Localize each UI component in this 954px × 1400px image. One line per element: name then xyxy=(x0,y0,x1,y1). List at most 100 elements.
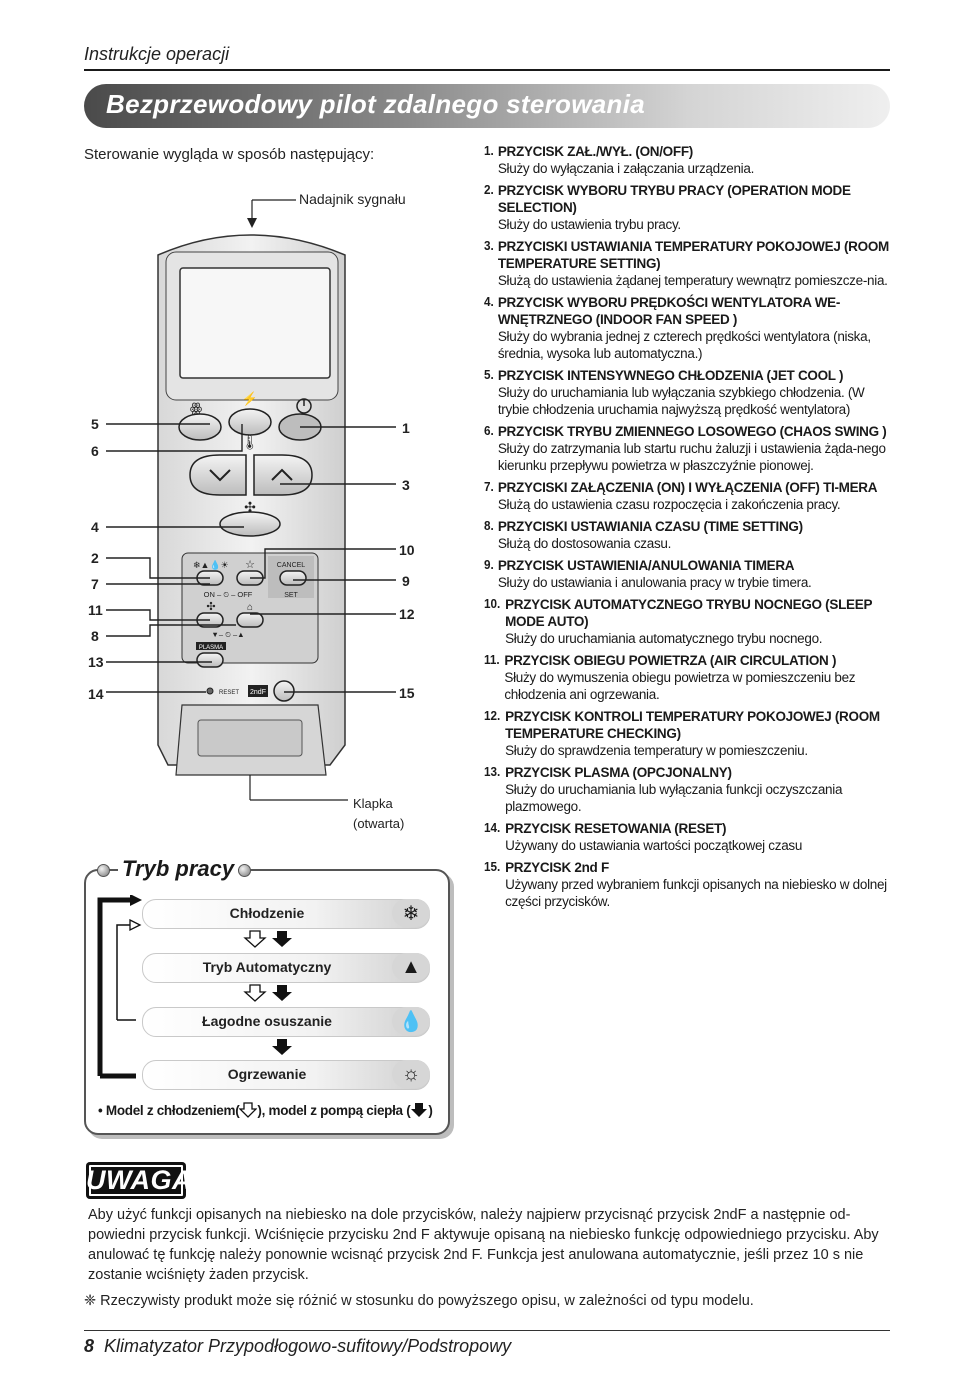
item-heading: PRZYCISK AUTOMATYCZNEGO TRYBU NOCNEGO (S… xyxy=(505,597,872,629)
bullet-dot-icon xyxy=(97,864,110,877)
outline-arrow-icon xyxy=(243,930,267,948)
footer-rule xyxy=(84,1330,890,1331)
item-heading: PRZYCISK KONTROLI TEMPERATURY POKOJOWEJ … xyxy=(505,709,880,741)
item-text: Używany przed wybraniem funkcji opisanyc… xyxy=(505,877,887,909)
list-item: 10.PRZYCISK AUTOMATYCZNEGO TRYBU NOCNEGO… xyxy=(484,596,890,647)
cancel-text: CANCEL xyxy=(277,562,306,569)
model-note: ❈ Rzeczywisty produkt może się różnić w … xyxy=(84,1293,754,1309)
mode-cooling xyxy=(142,899,430,929)
remote-control-diagram: ꙮ ⚡ 🌡 ✣ ❄▲💧☀ ☆ CANCEL ON – ⏲ – OFF SET ✣… xyxy=(106,199,396,801)
auto-icon: ▲ xyxy=(392,953,430,981)
mode-legend: • Model z chłodzeniem(), model z pompą c… xyxy=(98,1102,433,1118)
footer-title: Klimatyzator Przypodłogowo-sufitowy/Pods… xyxy=(104,1336,512,1356)
warning-badge: UWAGA xyxy=(86,1162,192,1199)
sun-icon: ☼ xyxy=(392,1060,430,1088)
timer-set-cancel-button xyxy=(279,570,307,586)
transmitter-pointer xyxy=(247,199,296,228)
chaos-swing-button xyxy=(228,408,272,436)
room-temp-icon: ⌂ xyxy=(247,602,253,613)
reset-text: RESET xyxy=(219,690,239,696)
second-f-button xyxy=(273,680,295,702)
item-heading: PRZYCISK TRYBU ZMIENNEGO LOSOWEGO (CHAOS… xyxy=(497,424,887,439)
left-callout-lines xyxy=(106,423,244,693)
operation-mode-title: Tryb pracy xyxy=(118,856,239,882)
callout-15: 15 xyxy=(399,685,415,701)
item-text: Służy do zatrzymania lub startu ruchu ża… xyxy=(497,441,886,473)
item-heading: PRZYCISK USTAWIENIA/ANULOWANIA TIMERA xyxy=(497,558,795,573)
list-item: 1.PRZYCISK ZAŁ./WYŁ. (ON/OFF) Służy do wy… xyxy=(484,143,890,177)
legend-prefix: • Model z chłodzeniem( xyxy=(98,1103,240,1118)
temp-down-button xyxy=(189,454,247,496)
item-text: Służy do sprawdzenia temperatury w pomie… xyxy=(505,743,808,758)
item-number: 1. xyxy=(484,143,494,158)
title-bar xyxy=(84,84,890,128)
item-number: 5. xyxy=(484,367,494,382)
list-item: 2.PRZYCISK WYBORU TRYBU PRACY (OPERATION… xyxy=(484,182,890,233)
plasma-label: PLASMA xyxy=(199,645,223,651)
outline-arrow-icon xyxy=(243,984,267,1002)
callout-14: 14 xyxy=(88,686,104,702)
mode-dry xyxy=(142,1007,430,1037)
list-item: 14.PRZYCISK RESETOWANIA (RESET)Używany d… xyxy=(484,820,890,854)
item-number: 4. xyxy=(484,294,494,309)
item-heading: PRZYCISK ZAŁ./WYŁ. (ON/OFF) xyxy=(497,144,693,159)
callout-7: 7 xyxy=(91,576,99,592)
bullet-dot-icon xyxy=(238,864,251,877)
mode-auto-label: Tryb Automatyczny xyxy=(202,959,332,975)
intro-text: Sterowanie wygląda w sposób następujący: xyxy=(84,146,375,163)
item-text: Służy do wymuszenia obiegu powietrza w p… xyxy=(504,670,856,702)
on-off-timer-text: ON – ⏲ – OFF xyxy=(204,590,253,599)
callout-6: 6 xyxy=(91,443,99,459)
header-rule xyxy=(84,69,890,71)
reset-button xyxy=(206,687,214,695)
mode-dry-label: Łagodne osuszanie xyxy=(202,1013,332,1029)
list-item: 4.PRZYCISK WYBORU PRĘDKOŚCI WENTYLATORA … xyxy=(484,294,890,362)
item-heading: PRZYCISK WYBORU PRĘDKOŚCI WENTYLATORA WE… xyxy=(497,295,841,327)
item-number: 15. xyxy=(484,859,501,874)
snowflake-icon: ❄ xyxy=(392,899,430,927)
item-text: Służą do dostosowania czasu. xyxy=(497,536,672,551)
mode-step-arrows xyxy=(243,930,292,1055)
list-item: 3.PRZYCISKI USTAWIANIA TEMPERATURY POKOJ… xyxy=(484,238,890,289)
item-text: Służy do wybrania jednej z czterech pręd… xyxy=(497,329,871,361)
thermometer-icon: 🌡 xyxy=(241,434,259,450)
item-heading: PRZYCISK RESETOWANIA (RESET) xyxy=(505,821,727,836)
item-number: 9. xyxy=(484,557,494,572)
callout-13: 13 xyxy=(88,654,104,670)
fan-icon: ✣ xyxy=(244,499,256,515)
mode-heating xyxy=(142,1060,430,1090)
lcd-screen xyxy=(179,267,331,379)
droplet-icon: 💧 xyxy=(392,1007,430,1035)
jet-icon: ⚡ xyxy=(242,391,258,407)
page-title: Bezprzewodowy pilot zdalnego sterowania xyxy=(106,89,645,119)
time-setting-text: ▼– ⏲ –▲ xyxy=(211,630,244,639)
item-text: Służy do uruchamiania lub wyłączania fun… xyxy=(505,782,843,814)
item-text: Służy do ustawiania i anulowania pracy w… xyxy=(497,575,812,590)
callout-11: 11 xyxy=(88,602,103,618)
item-number: 13. xyxy=(484,764,501,779)
item-text: Służy do uruchamiania automatycznego try… xyxy=(505,631,823,646)
callout-12: 12 xyxy=(399,606,415,622)
item-text: Służy do wyłączania i załączania urządze… xyxy=(497,161,755,176)
jet-cool-button xyxy=(178,413,222,441)
list-item: 12.PRZYCISK KONTROLI TEMPERATURY POKOJOW… xyxy=(484,708,890,759)
chevron-up-icon xyxy=(271,468,293,481)
filled-arrow-icon xyxy=(272,985,292,1001)
item-heading: PRZYCISK WYBORU TRYBU PRACY (OPERATION M… xyxy=(497,183,851,215)
list-item: 6.PRZYCISK TRYBU ZMIENNEGO LOSOWEGO (CHA… xyxy=(484,423,890,474)
button-descriptions: 1.PRZYCISK ZAŁ./WYŁ. (ON/OFF) Służy do wy… xyxy=(484,143,890,915)
air-circulation-icon: ✣ xyxy=(206,601,215,613)
room-temp-check-button xyxy=(236,612,264,628)
list-item: 11.PRZYCISK OBIEGU POWIETRZA (AIR CIRCUL… xyxy=(484,652,890,703)
mode-cooling-label: Chłodzenie xyxy=(229,905,305,921)
list-item: 9.PRZYCISK USTAWIENIA/ANULOWANIA TIMERA S… xyxy=(484,557,890,591)
item-heading: PRZYCISKI USTAWIANIA CZASU (TIME SETTING… xyxy=(497,519,803,534)
callout-8: 8 xyxy=(91,628,99,644)
list-item: 8.PRZYCISKI USTAWIANIA CZASU (TIME SETTI… xyxy=(484,518,890,552)
temp-up-button xyxy=(253,454,313,496)
flap-label: Klapka xyxy=(353,796,393,811)
right-callout-lines xyxy=(250,426,396,693)
outline-arrow-icon xyxy=(238,1102,258,1118)
item-heading: PRZYCISK INTENSYWNEGO CHŁODZENIA (JET CO… xyxy=(497,368,844,383)
item-heading: PRZYCISKI USTAWIANIA TEMPERATURY POKOJOW… xyxy=(497,239,889,271)
